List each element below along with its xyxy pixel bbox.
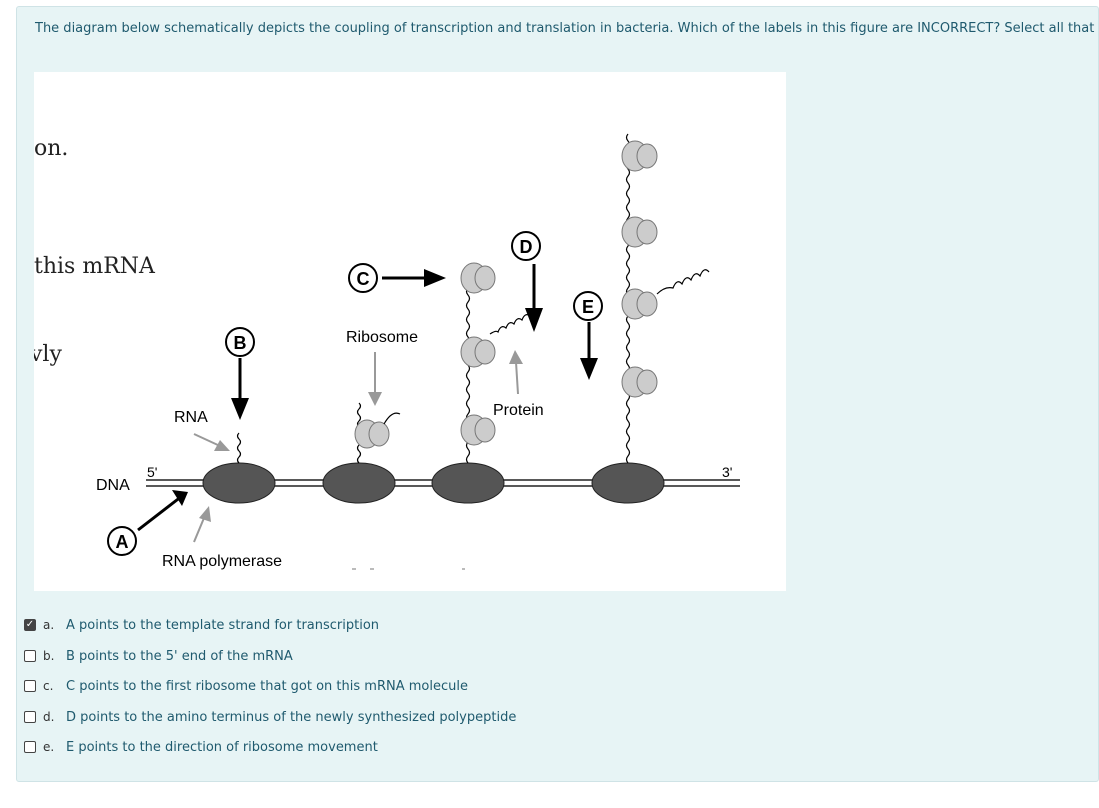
ribosome-label: Ribosome (346, 329, 418, 346)
option-b-text: B points to the 5' end of the mRNA (66, 648, 293, 664)
ribosome-3-2 (460, 336, 496, 368)
figure-background-text-3: vly (34, 342, 62, 367)
rna-pointer-arrow (193, 433, 230, 451)
protein-pointer-arrow (509, 350, 523, 395)
option-c-text: C points to the first ribosome that got … (66, 678, 468, 694)
arrow-a (137, 490, 188, 532)
diagram-figure: on. this mRNA vly (34, 72, 786, 591)
marker-e-letter: E (582, 297, 594, 317)
ribosome-3-1 (460, 414, 496, 446)
option-a-letter: a. (43, 618, 55, 632)
marker-e: E (573, 291, 603, 321)
rna-polymerase-3 (431, 462, 505, 504)
polymerase-pointer-arrow (193, 506, 211, 543)
option-e-letter: e. (43, 740, 55, 754)
three-prime-label: 3' (722, 464, 732, 480)
marker-c: C (348, 263, 378, 293)
rna-polymerase-2 (322, 462, 396, 504)
question-panel: The diagram below schematically depicts … (16, 6, 1099, 782)
option-d[interactable]: d. D points to the amino terminus of the… (24, 706, 624, 728)
ribosome-2-1 (354, 419, 390, 449)
option-b[interactable]: b. B points to the 5' end of the mRNA (24, 645, 624, 667)
option-e[interactable]: e. E points to the direction of ribosome… (24, 736, 624, 758)
arrow-b (231, 358, 249, 420)
ribosome-4-3 (621, 216, 658, 248)
protein-chain-4 (656, 269, 710, 295)
transcription-translation-diagram: A B C D E DNA 5' 3' RNA Ribosom (96, 133, 740, 570)
arrow-d (525, 264, 543, 332)
option-a-text: A points to the template strand for tran… (66, 617, 380, 633)
rna-label: RNA (174, 409, 208, 426)
ribosome-3-3 (460, 262, 496, 294)
figure-background-text-2: this mRNA (34, 254, 155, 279)
marker-d-letter: D (520, 237, 533, 257)
marker-a: A (107, 526, 137, 556)
marker-c-letter: C (357, 269, 370, 289)
rna-polymerase-4 (591, 462, 665, 504)
option-e-checkbox[interactable] (24, 741, 36, 753)
marker-d: D (511, 231, 541, 261)
option-c-letter: c. (43, 679, 54, 693)
option-e-text: E points to the direction of ribosome mo… (66, 739, 378, 755)
option-d-letter: d. (43, 710, 55, 724)
five-prime-label: 5' (147, 464, 157, 480)
protein-label: Protein (493, 402, 544, 419)
option-a-checkbox[interactable] (24, 619, 36, 631)
ribosome-4-2 (621, 288, 658, 320)
marker-b-letter: B (234, 333, 247, 353)
ribosome-pointer-arrow (368, 352, 382, 406)
option-a[interactable]: a. A points to the template strand for t… (24, 614, 624, 636)
option-d-text: D points to the amino terminus of the ne… (66, 709, 517, 725)
option-c[interactable]: c. C points to the first ribosome that g… (24, 675, 624, 697)
marker-a-letter: A (116, 532, 129, 552)
mrna-strand-1 (236, 432, 242, 464)
dna-label: DNA (96, 477, 130, 494)
arrow-c (382, 269, 446, 287)
protein-chain-2 (383, 412, 401, 425)
arrow-e (580, 322, 598, 380)
ribosome-4-1 (621, 366, 658, 398)
protein-chain-3 (489, 314, 531, 335)
option-b-letter: b. (43, 649, 55, 663)
rna-polymerase-label: RNA polymerase (162, 553, 282, 570)
ribosome-4-4 (621, 140, 658, 172)
question-text: The diagram below schematically depicts … (35, 21, 1099, 36)
rna-polymerase-1 (202, 462, 276, 504)
option-d-checkbox[interactable] (24, 711, 36, 723)
marker-b: B (225, 327, 255, 357)
figure-background-text-1: on. (34, 136, 69, 161)
option-c-checkbox[interactable] (24, 680, 36, 692)
option-b-checkbox[interactable] (24, 650, 36, 662)
